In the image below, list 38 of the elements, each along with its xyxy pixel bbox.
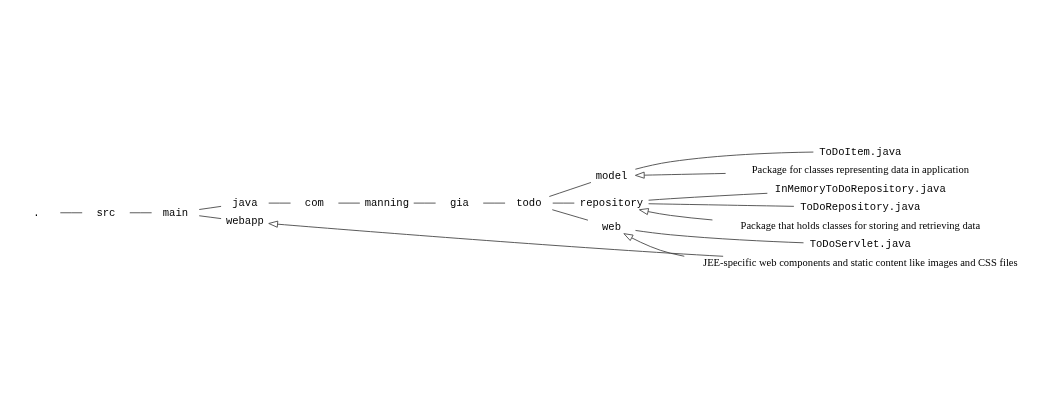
node-text: web bbox=[602, 220, 622, 233]
node-text: ToDoRepository.java bbox=[800, 200, 921, 213]
node-text: JEE-specific web components and static content like images and CSS files bbox=[703, 256, 1018, 268]
connector bbox=[337, 202, 361, 204]
node-text: ToDoServlet.java bbox=[809, 237, 911, 250]
node-text: model bbox=[595, 169, 628, 182]
node-text: . bbox=[33, 206, 40, 218]
node-text: todo bbox=[516, 196, 542, 209]
node-text: webapp bbox=[225, 214, 264, 227]
arrow bbox=[638, 207, 713, 220]
arrow bbox=[268, 220, 724, 257]
node-text: Package that holds classes for storing and retrieving data bbox=[740, 219, 981, 231]
node-text: gia bbox=[449, 196, 469, 209]
connector bbox=[59, 211, 83, 213]
node-text: Package for classes representing data in application bbox=[751, 163, 969, 175]
connector bbox=[482, 202, 506, 204]
connector bbox=[198, 205, 222, 210]
connector bbox=[548, 181, 592, 197]
connector bbox=[635, 229, 804, 243]
node-text: manning bbox=[364, 196, 410, 209]
node-text: src bbox=[96, 206, 116, 218]
connector bbox=[648, 192, 768, 201]
node-text: com bbox=[304, 196, 324, 209]
connector bbox=[268, 202, 291, 204]
connector bbox=[552, 202, 575, 204]
node-text: InMemoryToDoRepository.java bbox=[774, 182, 946, 195]
node-text: java bbox=[232, 196, 258, 209]
arrow bbox=[634, 171, 727, 179]
connector bbox=[413, 202, 437, 204]
connector bbox=[129, 211, 153, 213]
arrow bbox=[623, 232, 685, 257]
connector bbox=[198, 214, 222, 219]
node-text: repository bbox=[579, 196, 644, 209]
connector bbox=[634, 151, 814, 170]
connector bbox=[648, 202, 795, 207]
node-text: ToDoItem.java bbox=[819, 145, 902, 158]
node-text: main bbox=[162, 206, 189, 218]
connector bbox=[551, 208, 589, 221]
